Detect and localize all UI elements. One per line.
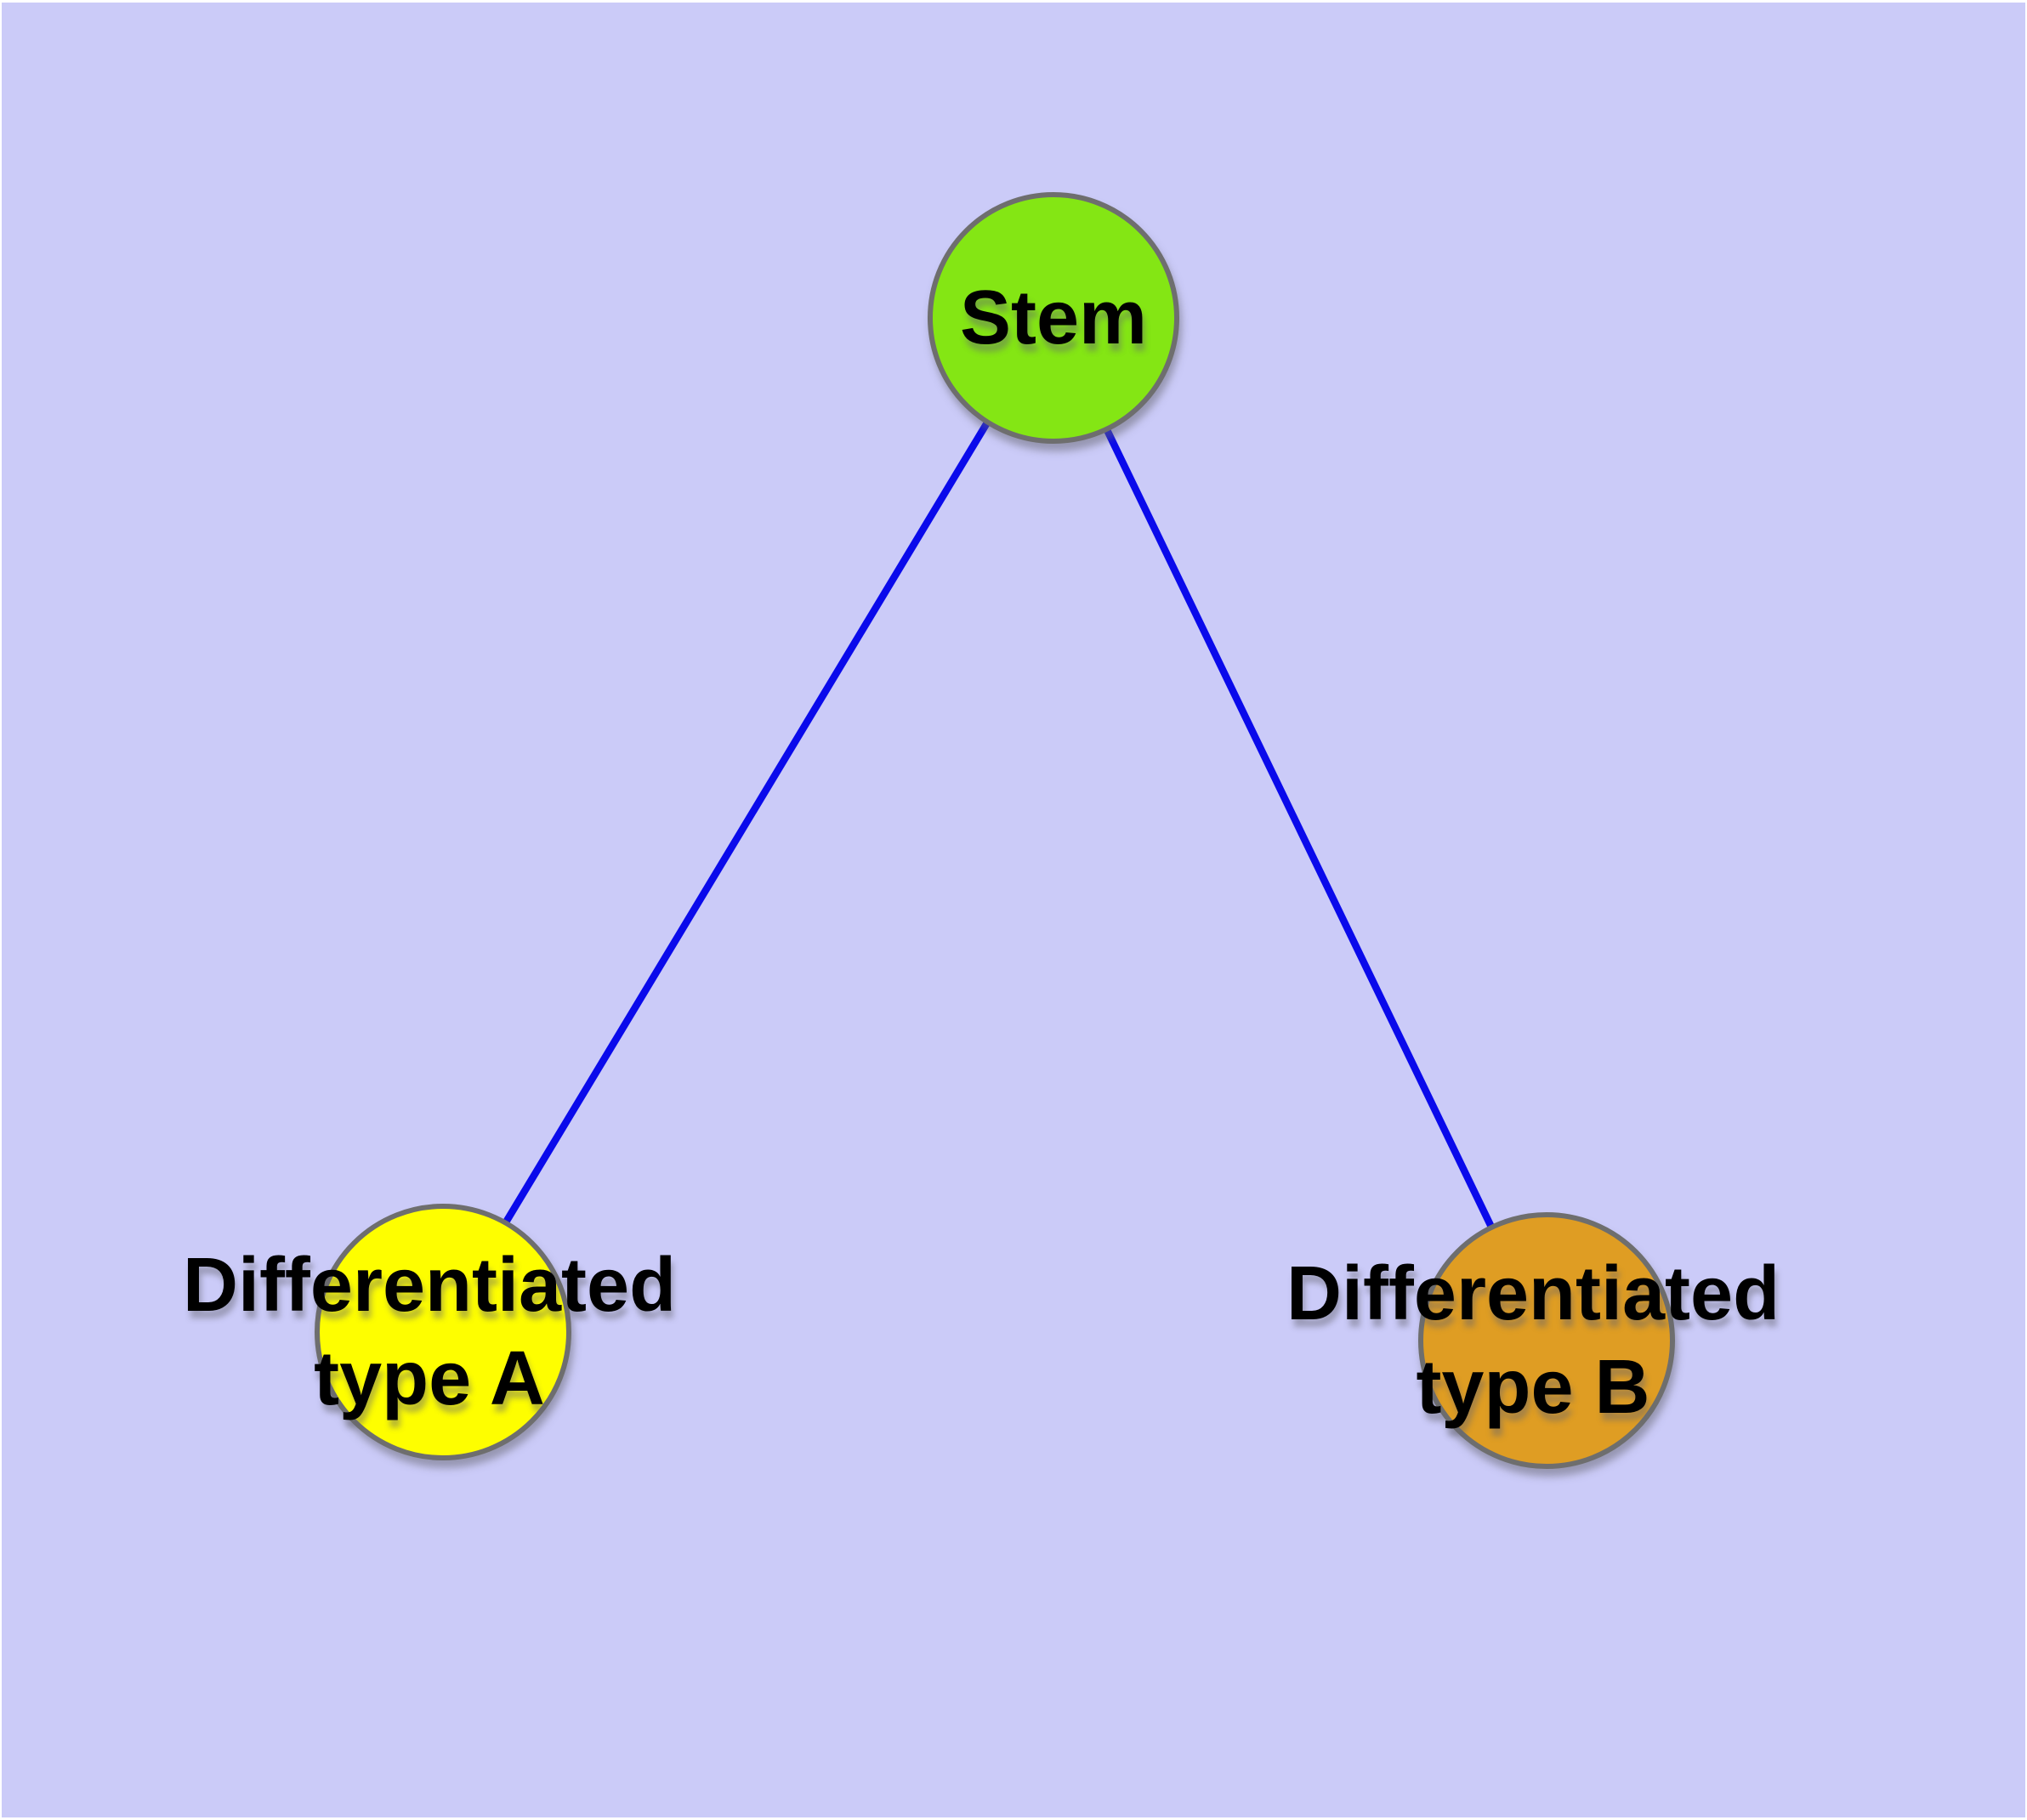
node-label-type-b-line2: type B bbox=[1416, 1345, 1650, 1430]
node-label-type-a-line1: Differentiated bbox=[182, 1243, 677, 1328]
node-stem bbox=[928, 192, 1179, 444]
edge-layer bbox=[438, 313, 1548, 1340]
node-label-differentiated-type-a: Differentiated type A bbox=[183, 1239, 676, 1426]
edge-stem-to-type-b bbox=[1048, 314, 1548, 1340]
node-differentiated-type-a bbox=[315, 1204, 571, 1460]
node-label-differentiated-type-b: Differentiated type B bbox=[1286, 1247, 1780, 1434]
edge-stem-to-type-a bbox=[438, 313, 1055, 1332]
node-label-type-a-line2: type A bbox=[314, 1336, 545, 1421]
node-differentiated-type-b bbox=[1418, 1212, 1675, 1469]
node-label-stem: Stem bbox=[959, 275, 1148, 360]
diagram-canvas: Stem Differentiated type A Differentiate… bbox=[2, 3, 2025, 1817]
node-label-type-b-line1: Differentiated bbox=[1286, 1251, 1780, 1336]
